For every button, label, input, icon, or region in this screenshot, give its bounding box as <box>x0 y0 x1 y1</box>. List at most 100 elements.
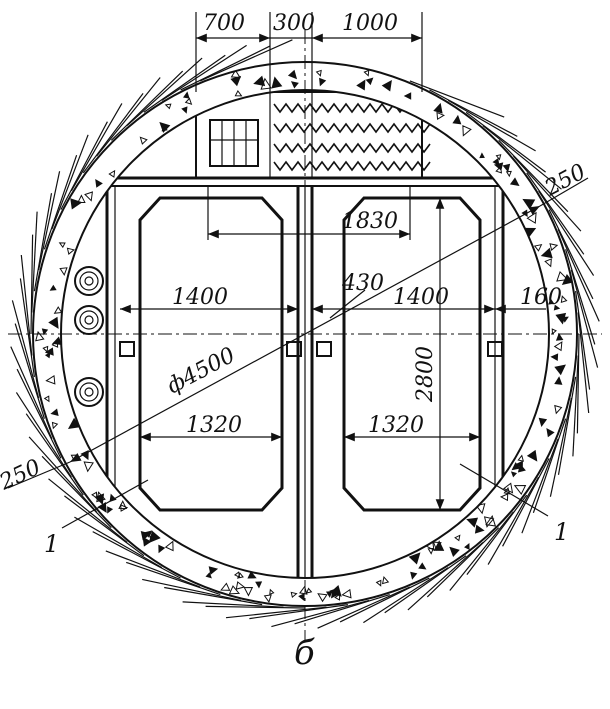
aggregate-speck <box>120 504 129 512</box>
hatch-stroke <box>317 586 411 629</box>
aggregate-speck <box>560 295 568 304</box>
aggregate-speck <box>408 552 421 565</box>
aggregate-speck <box>290 591 298 598</box>
aggregate-speck <box>315 69 322 77</box>
aggregate-speck <box>235 581 246 590</box>
hatch-stroke <box>532 418 567 513</box>
dim-250-right: 250 <box>540 160 590 202</box>
hatch-stroke <box>409 80 505 118</box>
aggregate-speck <box>91 491 98 499</box>
aggregate-speck <box>495 165 503 174</box>
aggregate-speck <box>107 506 114 514</box>
aggregate-speck <box>43 395 50 403</box>
aggregate-speck <box>475 503 486 515</box>
hatch-stroke <box>182 601 284 608</box>
aggregate-speck <box>356 79 366 91</box>
hatch-stroke <box>449 511 514 591</box>
hatch-stroke <box>526 172 585 255</box>
aggregate-speck <box>94 493 105 505</box>
dimension-lines <box>7 12 589 529</box>
aggregate-speck <box>526 449 538 462</box>
aggregate-speck <box>159 121 171 133</box>
aggregate-speck <box>363 69 370 77</box>
aggregate-speck <box>433 102 443 114</box>
aggregate-speck <box>255 581 263 589</box>
hatch-stroke <box>294 594 390 625</box>
aggregate-speck <box>139 136 148 145</box>
aggregate-speck <box>45 375 56 385</box>
hatch-stroke <box>164 586 263 606</box>
aggregate-speck <box>551 328 557 335</box>
hatch-stroke <box>521 438 559 534</box>
hatch-stroke <box>407 541 484 611</box>
aggregate-speck <box>84 191 93 202</box>
aggregate-speck <box>462 125 472 137</box>
hatch-stroke <box>10 346 53 440</box>
aggregate-speck <box>164 103 172 110</box>
aggregate-speck <box>381 79 392 92</box>
callouts: 1 1 <box>44 518 569 558</box>
aggregate-speck <box>205 572 212 579</box>
hatch-stroke <box>498 139 569 213</box>
aggregate-speck <box>410 571 418 580</box>
hatch-stroke <box>487 476 540 565</box>
aggregate-speck <box>502 163 511 173</box>
dim-1400-right: 1400 <box>393 285 449 310</box>
aggregate-speck <box>108 169 116 178</box>
hatch-stroke <box>19 278 35 377</box>
aggregate-speck <box>513 484 527 496</box>
dim-2800: 2800 <box>413 346 438 403</box>
aggregate-speck <box>236 572 244 579</box>
hatch-stroke <box>549 397 572 497</box>
hatch-stroke <box>43 155 78 250</box>
hatch-stroke <box>82 93 144 174</box>
hatch-stroke <box>271 599 370 628</box>
hatch-stroke <box>20 254 33 356</box>
hatch-stroke <box>384 555 467 614</box>
hatch-stroke <box>96 77 161 157</box>
aggregate-speck <box>234 89 243 97</box>
aggregate-speck <box>548 298 555 305</box>
dim-1320-right: 1320 <box>368 413 424 438</box>
hatch-stroke <box>429 89 518 137</box>
aggregate-speck <box>454 534 461 542</box>
aggregate-speck <box>549 243 559 251</box>
aggregate-speck <box>554 364 566 376</box>
aggregate-speck <box>546 428 555 438</box>
aggregate-speck <box>466 517 479 528</box>
aggregate-speck <box>330 585 342 597</box>
aggregate-speck <box>42 345 49 353</box>
aggregate-speck <box>35 330 45 342</box>
aggregate-speck <box>305 587 313 594</box>
hatch-stroke <box>28 436 98 513</box>
hatch-stroke <box>363 567 449 624</box>
hatch-stroke <box>126 561 221 596</box>
aggregate-speck <box>554 404 563 415</box>
aggregate-speck <box>59 267 68 276</box>
hatch-stroke <box>466 494 528 575</box>
hatch-stroke <box>447 99 536 152</box>
aggregate-speck <box>298 593 305 602</box>
aggregate-speck <box>260 77 272 90</box>
aggregate-speck <box>509 177 520 187</box>
aggregate-speck <box>48 316 59 329</box>
aggregate-speck <box>51 421 59 430</box>
dim-700: 700 <box>203 11 245 36</box>
aggregate-speck <box>142 536 152 547</box>
aggregate-speck <box>517 454 525 462</box>
aggregate-speck <box>495 154 502 161</box>
aggregate-speck <box>483 516 495 528</box>
aggregate-speck <box>183 91 190 99</box>
aggregate-speck <box>427 547 435 555</box>
aggregate-speck <box>550 353 559 361</box>
figure-caption: б <box>294 633 315 673</box>
hatch-stroke <box>126 57 203 127</box>
aggregate-speck <box>271 76 283 89</box>
hatch-stroke <box>11 300 40 399</box>
dim-250-left: 250 <box>0 455 45 496</box>
aggregate-speck <box>479 152 485 159</box>
aggregate-speck <box>334 593 341 601</box>
aggregate-speck <box>544 258 552 268</box>
